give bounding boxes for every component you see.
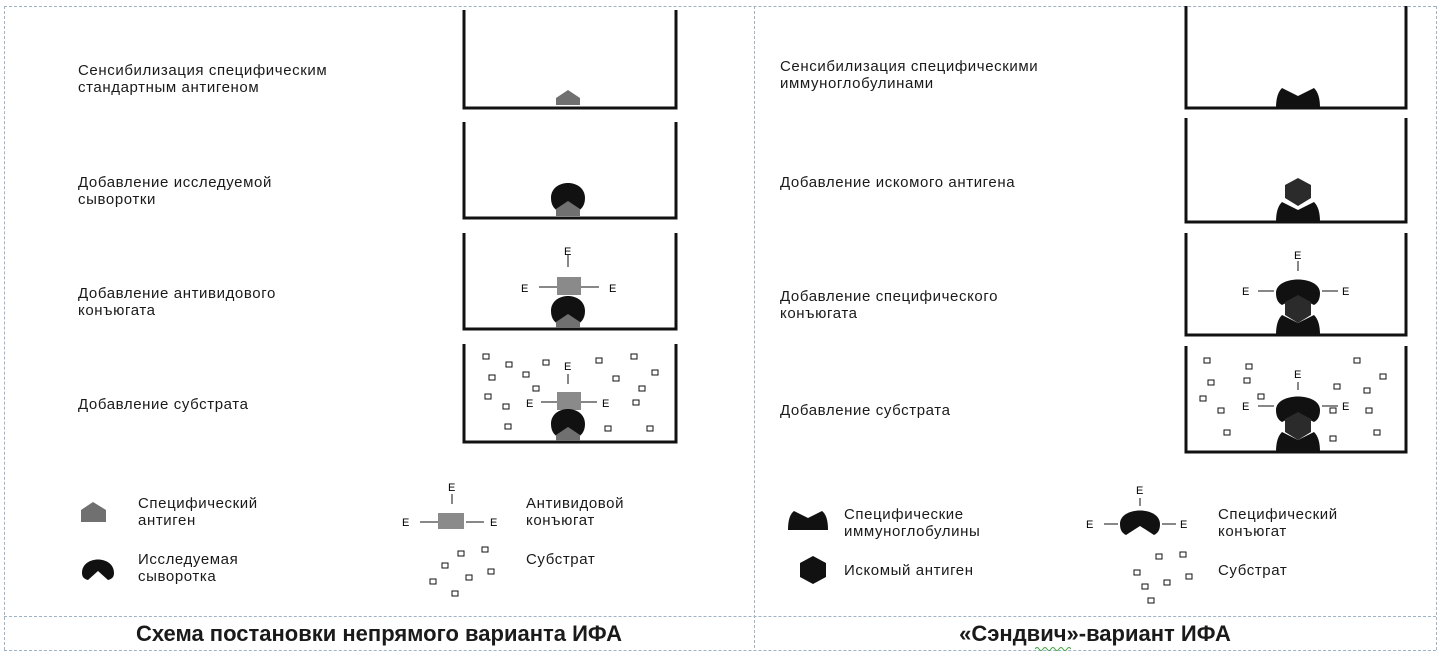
conjugate-antibody-shape: [1276, 279, 1320, 305]
conjugate-antibody-shape: [1276, 396, 1320, 422]
legend-conjugate-label: Антивидовой конъюгат: [526, 495, 625, 529]
legend-specific-conjugate-icon: E E E: [1086, 485, 1187, 535]
serum-antibody-shape: [551, 409, 585, 438]
enzyme-label: E: [602, 398, 609, 410]
left-step-3-label: Добавление антивидового конъюгата: [78, 285, 276, 319]
left-well-4: E E E: [462, 344, 678, 444]
legend-immunoglobulins-label: Специфические иммуноглобулины: [844, 506, 981, 540]
enzyme-label: E: [1342, 401, 1349, 413]
enzyme-label: E: [1136, 485, 1143, 497]
right-step-3-label: Добавление специфического конъюгата: [780, 288, 999, 322]
enzyme-label: E: [1294, 369, 1301, 381]
left-caption: Схема постановки непрямого варианта ИФА: [135, 621, 623, 646]
legend-antigen-label: Специфический антиген: [138, 495, 258, 529]
target-antigen-shape: [1285, 178, 1311, 206]
legend-substrate-icon: [429, 546, 495, 597]
immunoglobulin-shape: [1276, 432, 1320, 452]
right-step-4-label: Добавление субстрата: [780, 402, 951, 419]
panel-divider: [754, 6, 755, 648]
caption-divider: [4, 616, 1436, 617]
spellcheck-squiggle: [1035, 647, 1071, 651]
conjugate-shape: [557, 392, 581, 410]
enzyme-label: E: [526, 398, 533, 410]
frame-right-border: [1436, 6, 1437, 650]
legend-immunoglobulin-icon: [788, 511, 828, 530]
right-step-1-label: Сенсибилизация специфическими иммуноглоб…: [780, 58, 1039, 92]
target-antigen-shape: [1285, 412, 1311, 440]
right-well-4: E E E: [1184, 346, 1408, 454]
enzyme-label: E: [1294, 250, 1301, 262]
antigen-shape: [556, 314, 580, 328]
legend-serum-icon: [82, 559, 114, 580]
enzyme-label: E: [1242, 286, 1249, 298]
left-well-1: [462, 10, 678, 110]
legend-serum-label: Исследуемая сыворотка: [138, 551, 239, 585]
left-step-2-label: Добавление исследуемой сыворотки: [78, 174, 272, 208]
legend-substrate-icon: [1133, 551, 1193, 604]
right-well-2: [1184, 118, 1408, 224]
enzyme-label: E: [1180, 519, 1187, 531]
serum-antibody-shape: [551, 183, 585, 212]
enzyme-label: E: [1242, 401, 1249, 413]
enzyme-label: E: [564, 361, 571, 373]
legend-conjugate-icon: E E E: [402, 482, 497, 529]
enzyme-label: E: [448, 482, 455, 494]
enzyme-label: E: [1342, 286, 1349, 298]
legend-specific-conjugate-label: Специфический конъюгат: [1218, 506, 1338, 540]
antigen-shape: [556, 201, 580, 216]
right-well-1: [1184, 6, 1408, 110]
left-step-1-label: Сенсибилизация специфическим стандартным…: [78, 62, 328, 96]
legend-target-antigen-icon: [800, 556, 826, 584]
serum-antibody-shape: [551, 296, 585, 325]
left-well-2: [462, 122, 678, 220]
enzyme-label: E: [490, 517, 497, 529]
frame-bottom-border: [4, 650, 1436, 651]
left-well-3: E E E: [462, 233, 678, 331]
immunoglobulin-shape: [1276, 202, 1320, 222]
antigen-shape: [556, 427, 580, 441]
legend-target-antigen-label: Искомый антиген: [844, 562, 974, 579]
enzyme-label: E: [402, 517, 409, 529]
target-antigen-shape: [1285, 295, 1311, 323]
enzyme-label: E: [521, 283, 528, 295]
right-well-3: E E E: [1184, 233, 1408, 337]
legend-antigen-icon: [81, 502, 106, 522]
legend-substrate-label-right: Субстрат: [1218, 562, 1288, 579]
immunoglobulin-shape: [1276, 88, 1320, 108]
enzyme-label: E: [564, 246, 571, 258]
legend-substrate-label: Субстрат: [526, 551, 596, 568]
immunoglobulin-shape: [1276, 315, 1320, 335]
conjugate-shape: [557, 277, 581, 295]
left-step-4-label: Добавление субстрата: [78, 396, 249, 413]
right-caption: «Сэндвич»-вариант ИФА: [959, 621, 1231, 646]
right-step-2-label: Добавление искомого антигена: [780, 174, 1016, 191]
frame-left-border: [4, 6, 5, 650]
enzyme-label: E: [609, 283, 616, 295]
antigen-shape: [556, 90, 580, 105]
frame-top-border: [4, 6, 1436, 7]
enzyme-label: E: [1086, 519, 1093, 531]
